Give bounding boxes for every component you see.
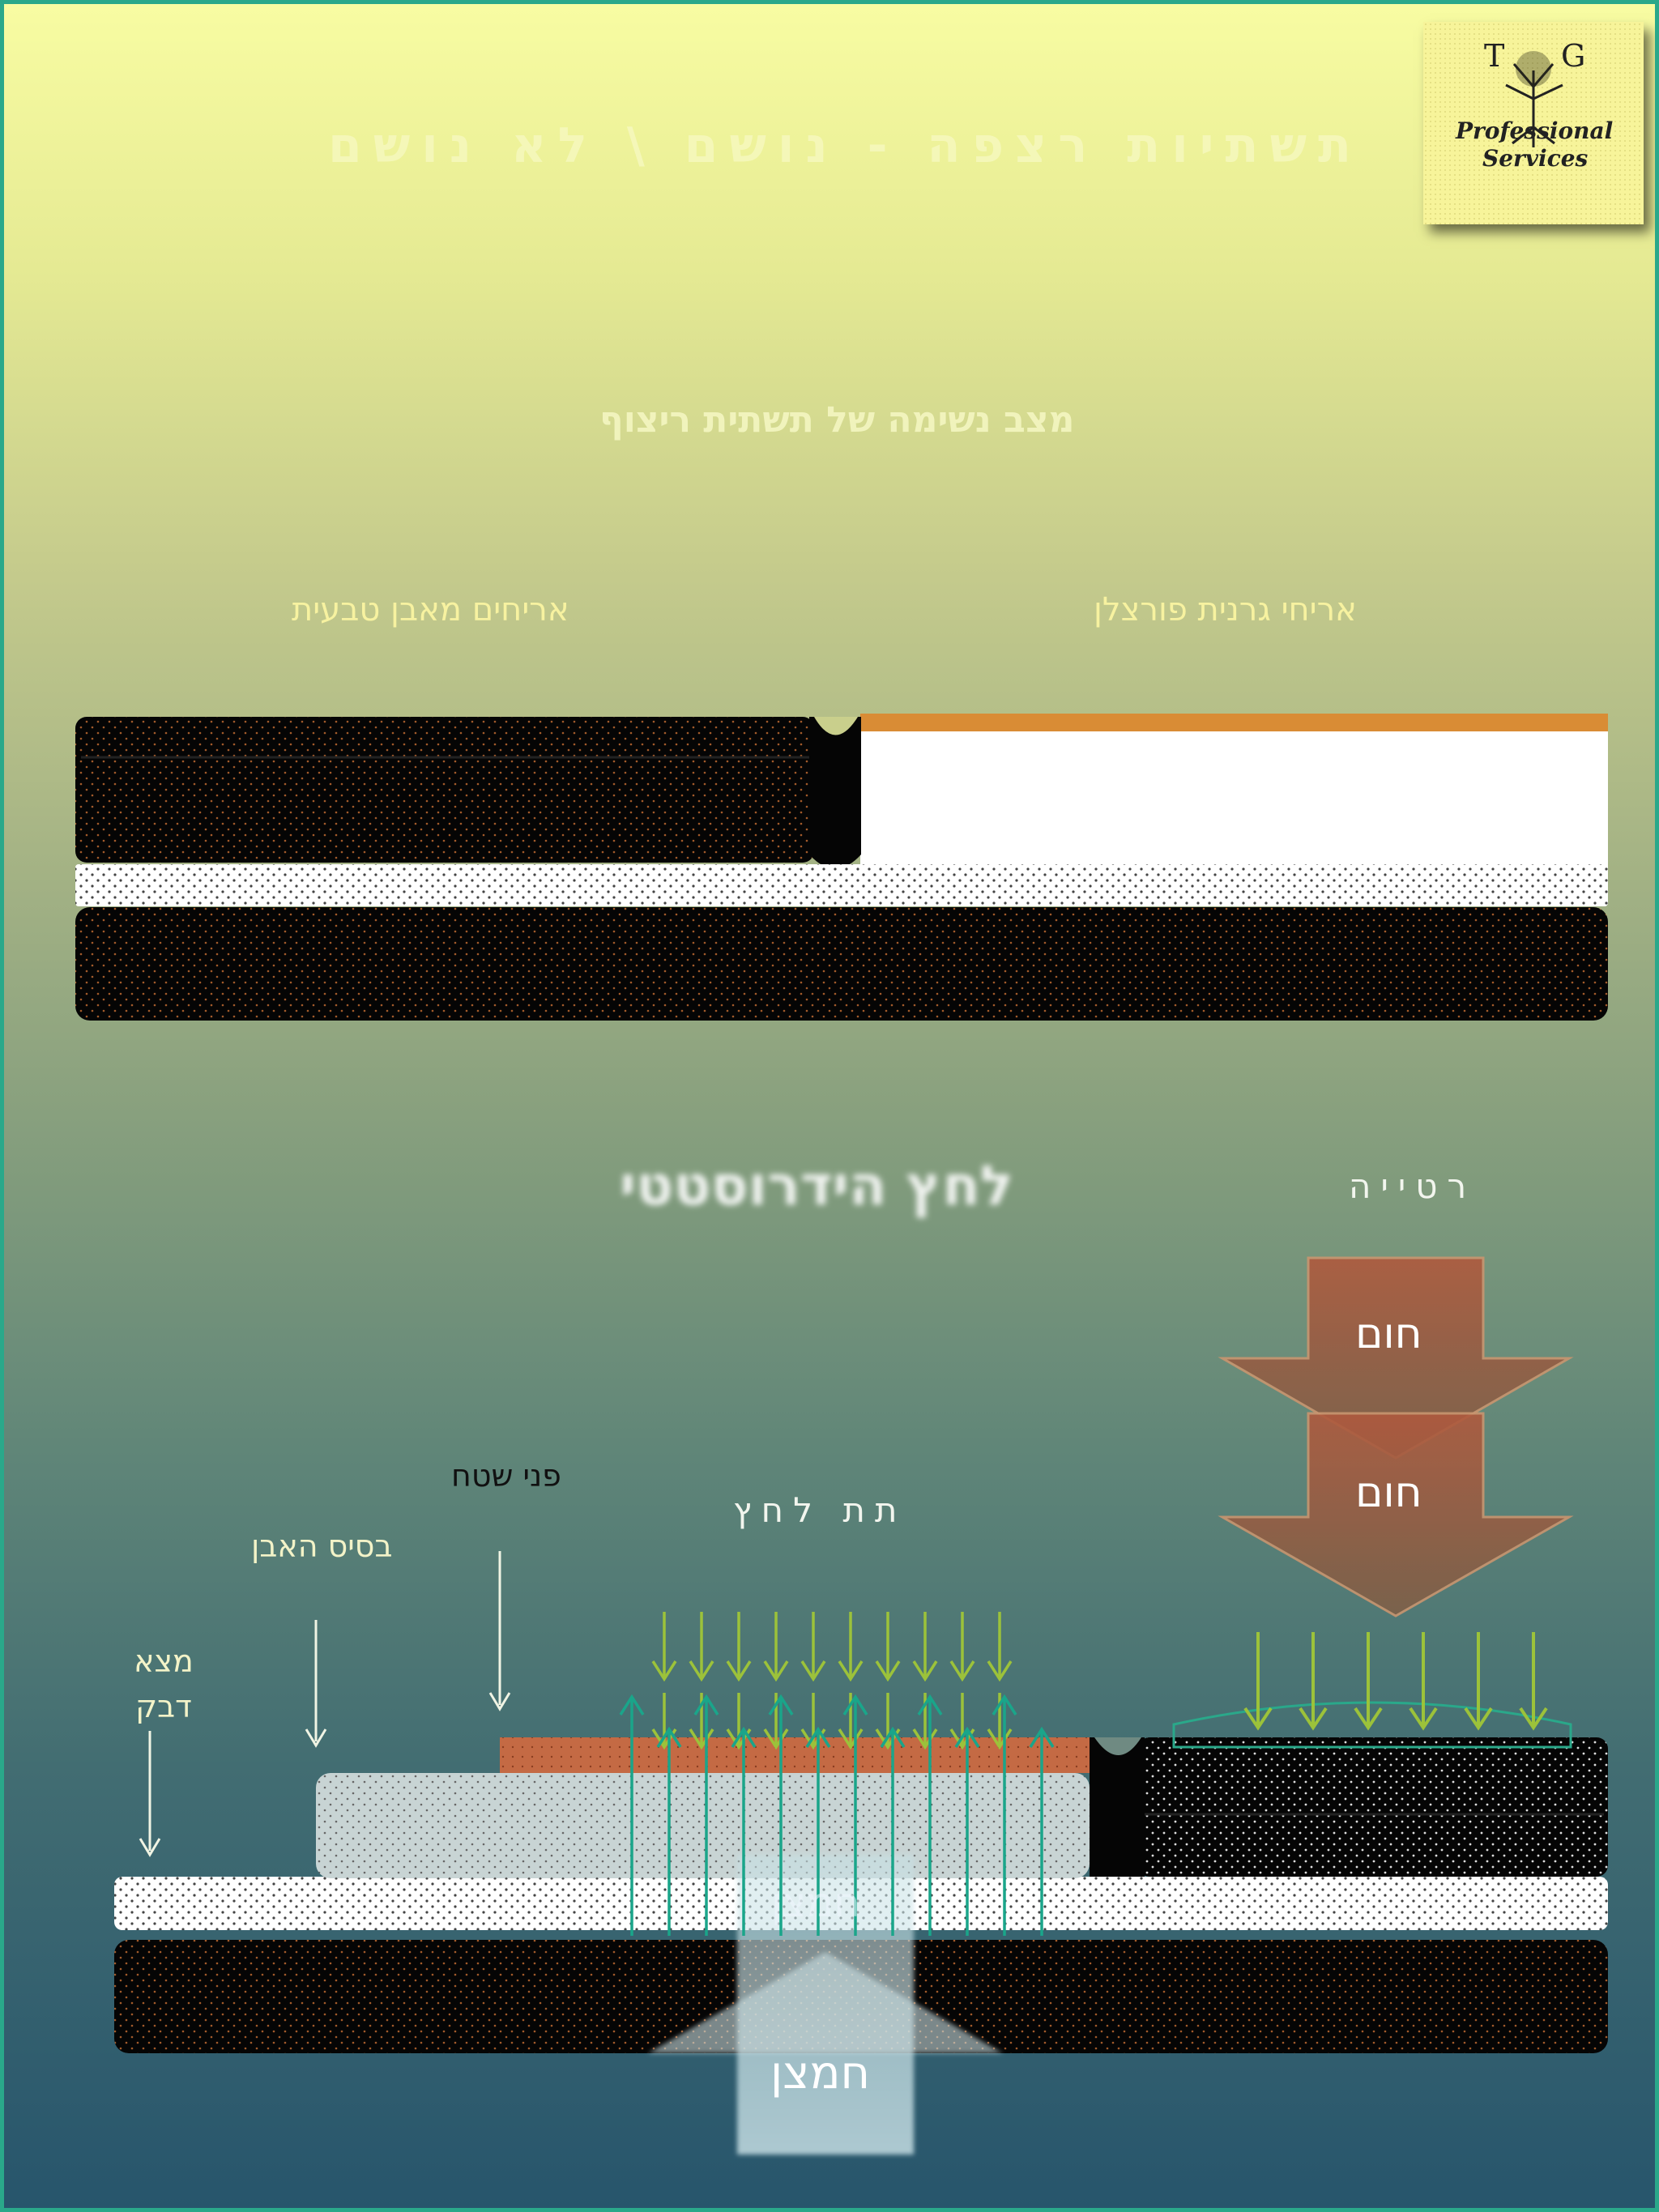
pressure-down-arrowhead xyxy=(763,1728,789,1750)
pressure-down-arrowhead xyxy=(875,1660,901,1682)
pointer-lines xyxy=(139,1551,511,1857)
pressure-up-arrowhead xyxy=(917,1694,943,1715)
label-hydrostatic: לחץ הידרוסטטי xyxy=(620,1154,1014,1218)
pressure-down-arrowhead xyxy=(763,1660,789,1682)
pressure-up-arrowhead xyxy=(656,1726,682,1748)
pressure-up-arrowhead xyxy=(880,1726,906,1748)
pressure-down-arrowhead xyxy=(987,1728,1013,1750)
stone-base-layer xyxy=(316,1773,1090,1878)
pressure-up-arrowhead xyxy=(619,1694,645,1715)
pressure-down-arrowhead xyxy=(838,1660,864,1682)
pressure-down-arrowhead xyxy=(912,1660,938,1682)
pressure-down-arrowhead xyxy=(689,1660,714,1682)
label-stone-base: בסיס האבן xyxy=(251,1528,393,1564)
label-porcelain: אריחי גרנית פורצלן xyxy=(1094,591,1357,629)
pressure-down-arrowhead xyxy=(651,1660,677,1682)
pressure-up-arrowhead xyxy=(842,1694,868,1715)
natural-stone-tile xyxy=(75,717,814,863)
pressure-down-arrowhead xyxy=(912,1728,938,1750)
porcelain-tile-bottom xyxy=(1138,1737,1608,1877)
slide-title: תשתיות רצפה - נושם \ לא נושם xyxy=(328,117,1363,174)
label-oxygen-1: חמצן xyxy=(771,1879,860,1926)
logo-letter-right: G xyxy=(1561,38,1586,74)
pressure-down-arrowhead xyxy=(987,1660,1013,1682)
moisture-arrows xyxy=(1243,1632,1548,1731)
pressure-up-arrowhead xyxy=(693,1694,719,1715)
pressure-down-arrowhead xyxy=(689,1728,714,1750)
logo-line2: Services xyxy=(1482,145,1589,172)
porcelain-glaze xyxy=(860,714,1608,731)
moisture-lens xyxy=(1172,1701,1572,1749)
label-oxygen-2: חמצן xyxy=(770,2047,871,2099)
pressure-down-arrowhead xyxy=(800,1660,826,1682)
pressure-arrows xyxy=(619,1612,1055,1936)
label-heat-1: חום xyxy=(1355,1310,1422,1358)
label-under-pressure: תת לחץ xyxy=(733,1490,907,1530)
label-heat-2: חום xyxy=(1355,1468,1422,1517)
porcelain-tile xyxy=(860,731,1608,869)
label-adhesive: מצא דבק xyxy=(134,1643,194,1724)
logo-letter-left: T xyxy=(1484,38,1505,74)
heat-arrow-1 xyxy=(1218,1256,1574,1460)
pressure-up-arrowhead xyxy=(768,1694,794,1715)
surface-layer xyxy=(500,1737,1090,1773)
grout-joint-bottom xyxy=(1090,1737,1145,1877)
pressure-up-arrowhead xyxy=(1029,1726,1055,1748)
pressure-up-arrowhead xyxy=(954,1726,980,1748)
pressure-up-arrowhead xyxy=(805,1726,831,1748)
diagram-subtitle: מצב נשימה של תשתית ריצוף xyxy=(599,399,1075,441)
logo-line1: Professional xyxy=(1456,117,1614,144)
label-surface: פני שטח xyxy=(451,1458,561,1494)
pressure-down-arrowhead xyxy=(949,1660,975,1682)
adhesive-layer-top xyxy=(75,864,1608,906)
pressure-down-arrowhead xyxy=(838,1728,864,1750)
label-natural-stone: אריחים מאבן טבעית xyxy=(292,591,569,629)
pressure-up-arrowhead xyxy=(731,1726,757,1748)
company-logo: T G Professional Services xyxy=(1423,22,1644,224)
layers-diagram xyxy=(75,714,1608,2154)
heat-arrow-2 xyxy=(1218,1412,1574,1617)
substrate-layer-top xyxy=(75,907,1608,1021)
label-moisture: רטייה xyxy=(1349,1166,1477,1206)
grout-joint-top xyxy=(809,717,861,869)
oxygen-arrow xyxy=(648,1855,1003,2154)
pressure-down-arrowhead xyxy=(726,1660,752,1682)
pressure-up-arrowhead xyxy=(992,1694,1017,1715)
tree-icon xyxy=(1505,51,1563,147)
